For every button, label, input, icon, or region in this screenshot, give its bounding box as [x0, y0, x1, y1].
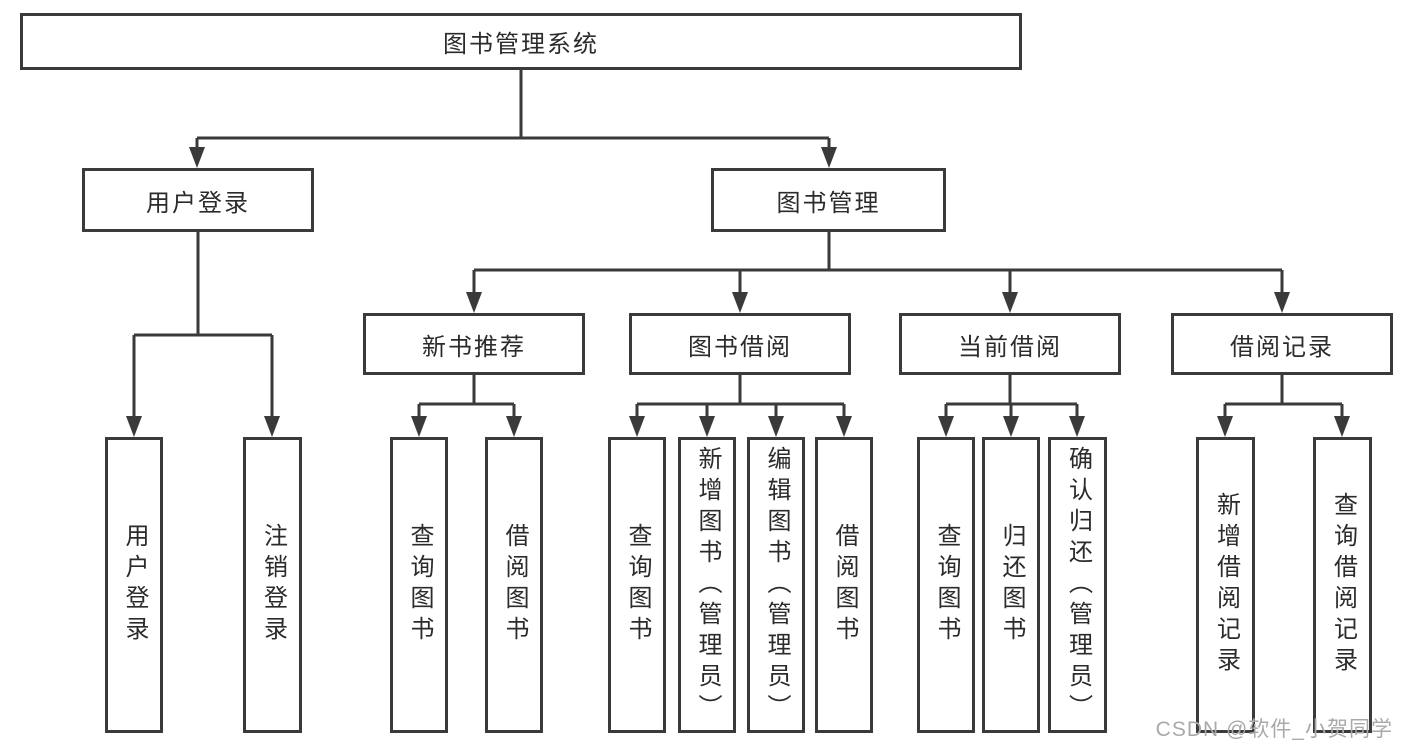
node-root-label: 图书管理系统 — [443, 31, 599, 58]
node-borrow-record: 借阅记录 — [1171, 313, 1393, 375]
node-new-book-recommend-label: 新书推荐 — [422, 333, 526, 361]
leaf-borrow-books-recommend-label: 借阅图书 — [501, 523, 528, 647]
node-user-login-label: 用户登录 — [146, 189, 250, 217]
leaf-query-books-recommend-label: 查询图书 — [406, 523, 433, 647]
node-book-borrow-label: 图书借阅 — [688, 333, 792, 361]
leaf-user-login-label: 用户登录 — [121, 523, 148, 647]
node-user-login: 用户登录 — [82, 168, 314, 232]
leaf-edit-books-admin: 编辑图书（管理员） — [747, 437, 805, 733]
leaf-user-login: 用户登录 — [105, 437, 163, 733]
leaf-query-books-borrow-label: 查询图书 — [624, 523, 651, 647]
leaf-query-borrow-record-label: 查询借阅记录 — [1329, 492, 1357, 678]
connector-borrow-record-to-leaves — [1223, 375, 1344, 419]
node-current-borrow-label: 当前借阅 — [958, 333, 1062, 361]
node-new-book-recommend: 新书推荐 — [363, 313, 585, 375]
connector-new-book-to-leaves — [417, 375, 516, 419]
leaf-add-books-admin-label: 新增图书（管理员） — [694, 445, 721, 725]
csdn-watermark: CSDN @软件_小贺同学 — [1155, 718, 1393, 741]
connector-user-login-to-leaves — [132, 232, 274, 419]
leaf-add-borrow-record: 新增借阅记录 — [1196, 437, 1255, 733]
leaf-query-books-current-label: 查询图书 — [933, 523, 960, 647]
leaf-logout: 注销登录 — [243, 437, 302, 733]
leaf-confirm-return-admin: 确认归还（管理员） — [1048, 437, 1107, 733]
node-borrow-record-label: 借阅记录 — [1230, 333, 1334, 361]
leaf-query-books-recommend: 查询图书 — [390, 437, 448, 733]
leaf-return-books-label: 归还图书 — [998, 523, 1025, 647]
leaf-query-books-borrow: 查询图书 — [608, 437, 666, 733]
leaf-borrow-books: 借阅图书 — [815, 437, 873, 733]
leaf-edit-books-admin-label: 编辑图书（管理员） — [763, 445, 790, 725]
node-current-borrow: 当前借阅 — [899, 313, 1121, 375]
node-root: 图书管理系统 — [20, 13, 1022, 70]
node-book-management: 图书管理 — [711, 168, 946, 232]
leaf-return-books: 归还图书 — [982, 437, 1040, 733]
leaf-add-borrow-record-label: 新增借阅记录 — [1212, 492, 1240, 678]
connector-current-borrow-to-leaves — [944, 375, 1079, 419]
leaf-confirm-return-admin-label: 确认归还（管理员） — [1064, 445, 1092, 725]
leaf-borrow-books-recommend: 借阅图书 — [485, 437, 543, 733]
node-book-management-label: 图书管理 — [776, 189, 881, 217]
leaf-query-borrow-record: 查询借阅记录 — [1313, 437, 1372, 733]
connector-book-management-to-level3 — [472, 232, 1284, 295]
leaf-logout-label: 注销登录 — [259, 523, 287, 647]
node-book-borrow: 图书借阅 — [629, 313, 851, 375]
leaf-query-books-current: 查询图书 — [917, 437, 975, 733]
connector-root-to-level2 — [195, 70, 831, 150]
connector-book-borrow-to-leaves — [635, 375, 846, 419]
leaf-add-books-admin: 新增图书（管理员） — [678, 437, 736, 733]
leaf-borrow-books-label: 借阅图书 — [831, 523, 858, 647]
